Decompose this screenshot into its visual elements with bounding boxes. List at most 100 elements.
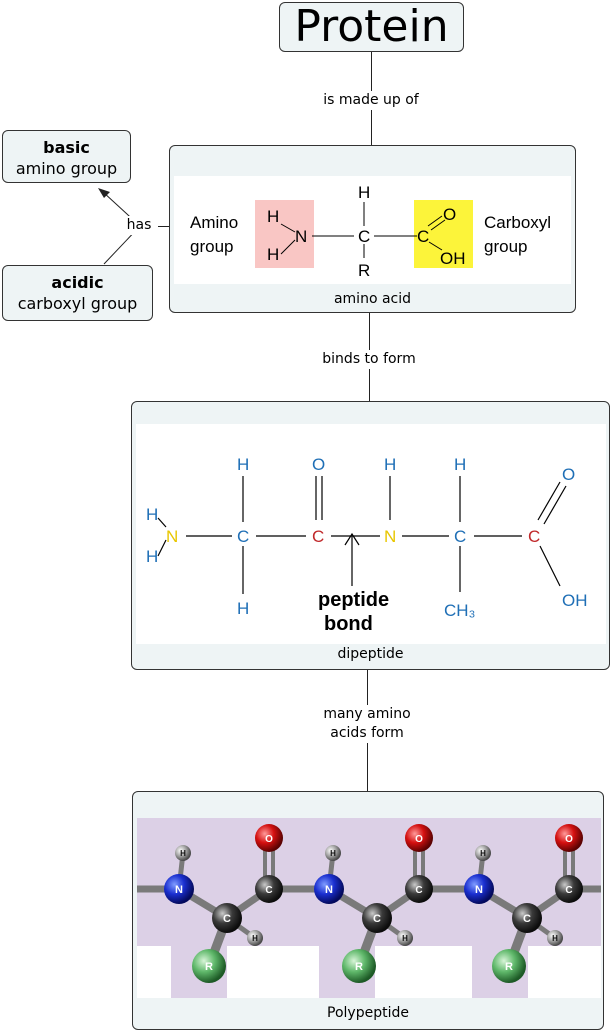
connector-aminoacid-has [158,226,170,227]
acidic-bold-label: acidic [51,273,104,292]
dp-atom-h-ca1-top: H [237,455,249,474]
poly-atom-o-label: O [565,834,573,845]
dipeptide-caption: dipeptide [337,646,404,662]
poly-atom-o [405,824,433,852]
peptide-bond-label-line1: peptide [318,589,389,611]
amino-acid-caption: amino acid [333,291,412,307]
polypeptide-caption: Polypeptide [327,1005,409,1021]
link-label-has: has [122,216,156,235]
dp-atom-n1: N [166,527,178,546]
poly-atom-n [314,874,344,904]
poly-atom-c-alpha-label: C [523,913,531,925]
concept-dipeptide[interactable]: H H H H C O H H C CH₃ O OH N N C C [131,401,610,670]
poly-atom-r-label: R [205,961,213,973]
dp-atom-o-terminal: O [562,465,575,484]
concept-basic-amino-group[interactable]: basic amino group [2,130,131,183]
poly-atom-o [255,824,283,852]
poly-atom-n-label: N [175,884,183,896]
basic-bold-label: basic [43,138,90,157]
poly-atom-o [555,824,583,852]
poly-atom-c-alpha [512,903,542,933]
poly-atom-o-label: O [415,834,423,845]
poly-atom-h-label: H [330,849,336,858]
poly-atom-h [475,845,491,861]
acidic-text-label: carboxyl group [17,294,138,313]
poly-atom-c-carbonyl-label: C [565,885,572,896]
poly-atom-c-carbonyl [405,875,433,903]
link-label-binds-to-form: binds to form [312,350,426,369]
poly-atom-h-alpha-label: H [552,934,558,943]
poly-atom-h-alpha-label: H [402,934,408,943]
poly-atom-c-alpha [362,903,392,933]
poly-atom-h-label: H [480,849,486,858]
peptide-bond-arrow-head-icon [344,532,360,546]
poly-atom-c-alpha-label: C [223,913,231,925]
poly-atom-r [492,949,526,983]
link-label-line2: acids form [330,725,404,741]
poly-atom-c-alpha [212,903,242,933]
amino-label-line2: group [190,237,233,256]
dp-atom-h-ca1-bottom: H [237,599,249,618]
poly-atom-h-alpha [247,930,263,946]
dp-atom-h-ca2: H [454,455,466,474]
dp-atom-h1: H [146,505,158,524]
dp-atom-n2: N [384,527,396,546]
atom-n: N [295,227,307,246]
atom-o: O [443,205,456,224]
poly-atom-o-label: O [265,834,273,845]
poly-atom-h-label: H [180,849,186,858]
peptide-bond-label-line2: bond [324,613,373,635]
basic-text-label: amino group [15,159,118,178]
poly-atom-c-carbonyl-label: C [265,885,272,896]
amino-acid-structure: Amino group Carboxyl group H H N H C R C… [190,183,551,280]
poly-atom-n [164,874,194,904]
concept-protein[interactable]: Protein [279,2,464,52]
amino-group-highlight [255,200,314,268]
poly-atom-n-label: N [325,884,333,896]
dp-atom-oh: OH [562,591,588,610]
poly-atom-h-alpha [547,930,563,946]
dp-atom-h-n2: H [384,455,396,474]
dp-atom-c-carboxyl: C [528,527,540,546]
carboxyl-label-line1: Carboxyl [484,213,551,232]
atom-c-alpha: C [358,227,370,246]
poly-atom-r [192,949,226,983]
atom-r: R [358,261,370,280]
link-label-is-made-up-of: is made up of [312,91,430,110]
concept-amino-acid[interactable]: Amino group Carboxyl group H H N H C R C… [169,145,576,313]
carboxyl-group-highlight [414,200,473,268]
amino-acid-image: Amino group Carboxyl group H H N H C R C… [174,176,571,284]
poly-atom-r [342,949,376,983]
amino-label-line1: Amino [190,213,238,232]
carboxyl-label-line2: group [484,237,527,256]
atom-oh: OH [440,249,466,268]
dipeptide-image: H H H H C O H H C CH₃ O OH N N C C [136,424,606,644]
poly-atom-h [175,845,191,861]
poly-atom-h-alpha [397,930,413,946]
dp-atom-c-alpha2: C [454,527,466,546]
atom-h-n1: H [267,207,279,226]
atom-h-top: H [358,183,370,202]
poly-atom-h-alpha-label: H [252,934,258,943]
link-label-many-amino-acids: many amino acids form [312,705,422,743]
poly-atom-c-carbonyl-label: C [415,885,422,896]
link-label-line1: many amino [323,706,411,722]
dipeptide-structure: H H H H C O H H C CH₃ O OH N N C C [146,455,588,635]
arrow-head-icon [98,188,110,198]
dp-atom-ch3: CH₃ [444,601,475,620]
dp-atom-o-carbonyl: O [312,455,325,474]
poly-atom-n-label: N [475,884,483,896]
poly-atom-n [464,874,494,904]
poly-atom-c-carbonyl [255,875,283,903]
dp-atom-h2: H [146,547,158,566]
concept-acidic-carboxyl-group[interactable]: acidic carboxyl group [2,265,153,321]
poly-atom-c-carbonyl [555,875,583,903]
atom-c-carboxyl: C [417,227,429,246]
dp-atom-c-alpha1: C [237,527,249,546]
poly-atom-r-label: R [355,961,363,973]
poly-atom-h [325,845,341,861]
poly-atom-r-label: R [505,961,513,973]
